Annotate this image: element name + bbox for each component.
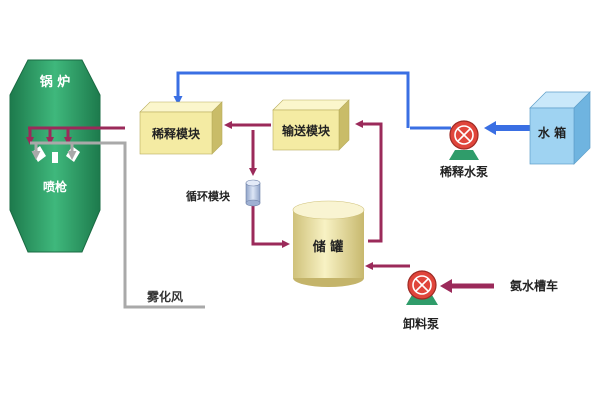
atomizing-air-line [30,141,205,309]
arrow-icon [484,121,496,135]
water-tank-label: 水 箱 [538,125,566,140]
circulation-module [245,179,261,207]
dilution-module: 稀释模块 [139,101,223,155]
unloading-pump [406,270,438,305]
ammonia-truck-label: 氨水槽车 [510,278,558,293]
atomizing-air-label: 雾化风 [146,289,183,304]
nozzle-label: 喷枪 [43,179,67,194]
storage-tank-label: 储 罐 [312,239,344,255]
transfer-module: 输送模块 [272,99,350,151]
tank-to-transfer-line [355,120,383,243]
transfer-module-label: 输送模块 [282,123,331,138]
dilution-water-line [173,71,451,130]
boiler-label: 锅 炉 [40,74,71,90]
circulation-module-label: 循环模块 [186,189,231,203]
dilution-module-label: 稀释模块 [152,126,201,141]
dilution-pump-label: 稀释水泵 [440,164,488,179]
boiler-distribution-lines [26,126,125,145]
arrow-icon [440,279,452,293]
circulation-line [249,130,290,248]
dilution-pump [449,120,479,160]
unloading-pump-label: 卸料泵 [403,316,439,331]
storage-tank: 储 罐 [292,200,365,287]
nozzle-icon [52,152,58,163]
water-tank: 水 箱 [529,91,591,165]
boiler: 锅 炉 喷枪 [9,59,101,253]
